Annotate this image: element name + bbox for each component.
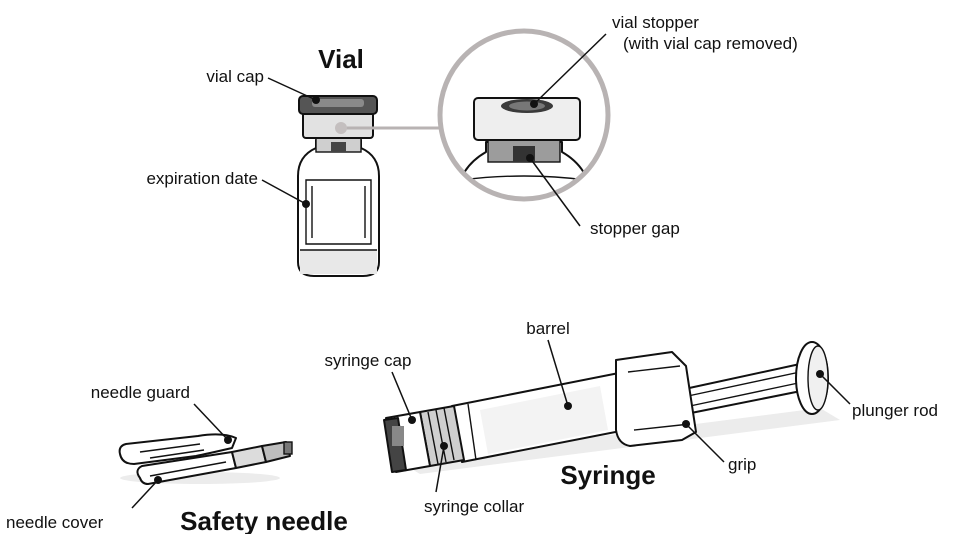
syringe-cap-label: syringe cap [325,351,412,370]
stopper-gap-label: stopper gap [590,219,680,238]
safety-needle-title: Safety needle [180,506,348,534]
barrel-label: barrel [526,319,569,338]
vial-title: Vial [318,44,364,74]
grip-label: grip [728,455,756,474]
needle-cover-label: needle cover [6,513,104,532]
syringe [384,342,840,474]
expiration-label [306,180,371,244]
plunger-rod-label: plunger rod [852,401,938,420]
needle-guard-label: needle guard [91,383,190,402]
syringe-collar-label: syringe collar [424,497,524,516]
syringe-title: Syringe [560,460,655,490]
expiration-date-label: expiration date [146,169,258,188]
vial-stopper-label: vial stopper [612,13,699,32]
vial-cap-label: vial cap [206,67,264,86]
vial-stopper-sublabel: (with vial cap removed) [623,34,798,53]
safety-needle [120,434,292,484]
